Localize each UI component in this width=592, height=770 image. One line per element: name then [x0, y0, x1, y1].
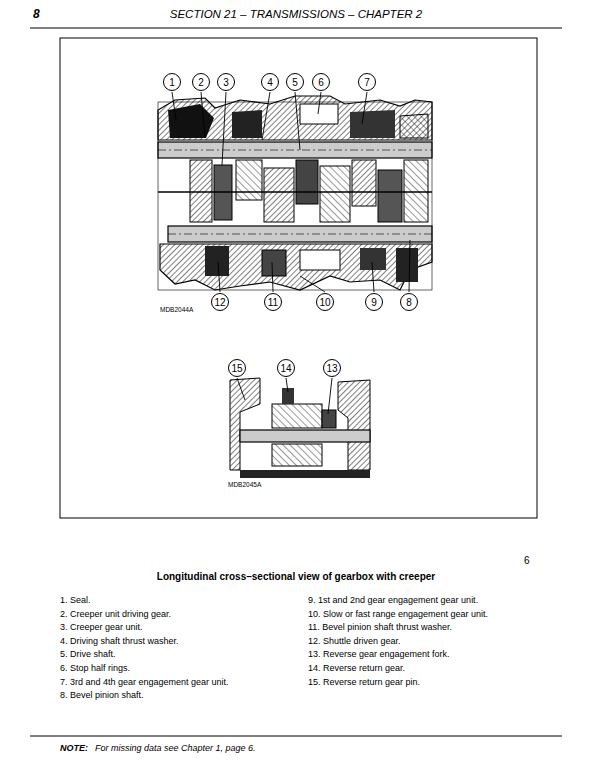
callout-circle: 1 [163, 73, 181, 91]
callout-circle: 13 [323, 359, 341, 377]
callout-circle: 7 [358, 73, 376, 91]
callout-number: 12 [214, 297, 225, 308]
callout-circle: 14 [277, 359, 295, 377]
header-rule [30, 28, 562, 29]
callout-circle: 4 [261, 73, 279, 91]
legend-item: 11. Bevel pinion shaft thrust washer. [308, 623, 452, 633]
legend-item: 14. Reverse return gear. [308, 664, 405, 674]
callout-number: 9 [371, 297, 377, 308]
callout-circle: 9 [365, 293, 383, 311]
note-heading: NOTE: [60, 744, 88, 754]
legend-item: 15. Reverse return gear pin. [308, 678, 420, 688]
figure-code: MDB2044A [160, 306, 193, 313]
figure-caption: Longitudinal cross–sectional view of gea… [0, 571, 592, 582]
legend-item: 5. Drive shaft. [60, 650, 116, 660]
callout-number: 3 [223, 77, 229, 88]
note-rule [30, 736, 562, 737]
callout-number: 15 [231, 363, 242, 374]
figure-number: 6 [524, 555, 530, 566]
callout-circle: 3 [217, 73, 235, 91]
page-number: 8 [33, 8, 40, 21]
legend-item: 6. Stop half rings. [60, 664, 130, 674]
legend-item: 7. 3rd and 4th gear engagement gear unit… [60, 678, 229, 688]
leader-lines [172, 92, 410, 292]
callout-circle: 10 [316, 293, 334, 311]
legend-item: 9. 1st and 2nd gear engagement gear unit… [308, 596, 478, 606]
main-section [158, 96, 432, 290]
callout-number: 13 [326, 363, 337, 374]
callout-number: 6 [318, 77, 324, 88]
callout-number: 7 [364, 77, 370, 88]
note-text: For missing data see Chapter 1, page 6. [95, 744, 256, 754]
callout-circle: 11 [264, 293, 282, 311]
legend-item: 4. Driving shaft thrust washer. [60, 637, 179, 647]
callout-number: 14 [280, 363, 291, 374]
legend-item: 8. Bevel pinion shaft. [60, 691, 144, 701]
leader-lines [237, 378, 332, 414]
callout-circle: 6 [312, 73, 330, 91]
callout-number: 5 [292, 77, 298, 88]
reverse-section [230, 378, 370, 478]
callout-circle: 2 [192, 73, 210, 91]
callout-number: 4 [267, 77, 273, 88]
callout-number: 2 [198, 77, 204, 88]
figure-frame [60, 38, 537, 518]
callout-number: 1 [169, 77, 175, 88]
legend-item: 1. Seal. [60, 596, 91, 606]
legend-item: 12. Shuttle driven gear. [308, 637, 401, 647]
page-title: SECTION 21 – TRANSMISSIONS – CHAPTER 2 [0, 8, 592, 21]
legend-item: 3. Creeper gear unit. [60, 623, 143, 633]
callout-circle: 8 [400, 293, 418, 311]
callout-circle: 15 [228, 359, 246, 377]
legend-item: 10. Slow or fast range engagement gear u… [308, 610, 488, 620]
figure-code: MDB2045A [228, 481, 261, 488]
legend-item: 13. Reverse gear engagement fork. [308, 650, 450, 660]
callout-circle: 12 [211, 293, 229, 311]
callout-number: 11 [268, 297, 278, 308]
callout-circle: 5 [286, 73, 304, 91]
legend-item: 2. Creeper unit driving gear. [60, 610, 171, 620]
callout-number: 10 [319, 297, 330, 308]
callout-number: 8 [406, 297, 412, 308]
